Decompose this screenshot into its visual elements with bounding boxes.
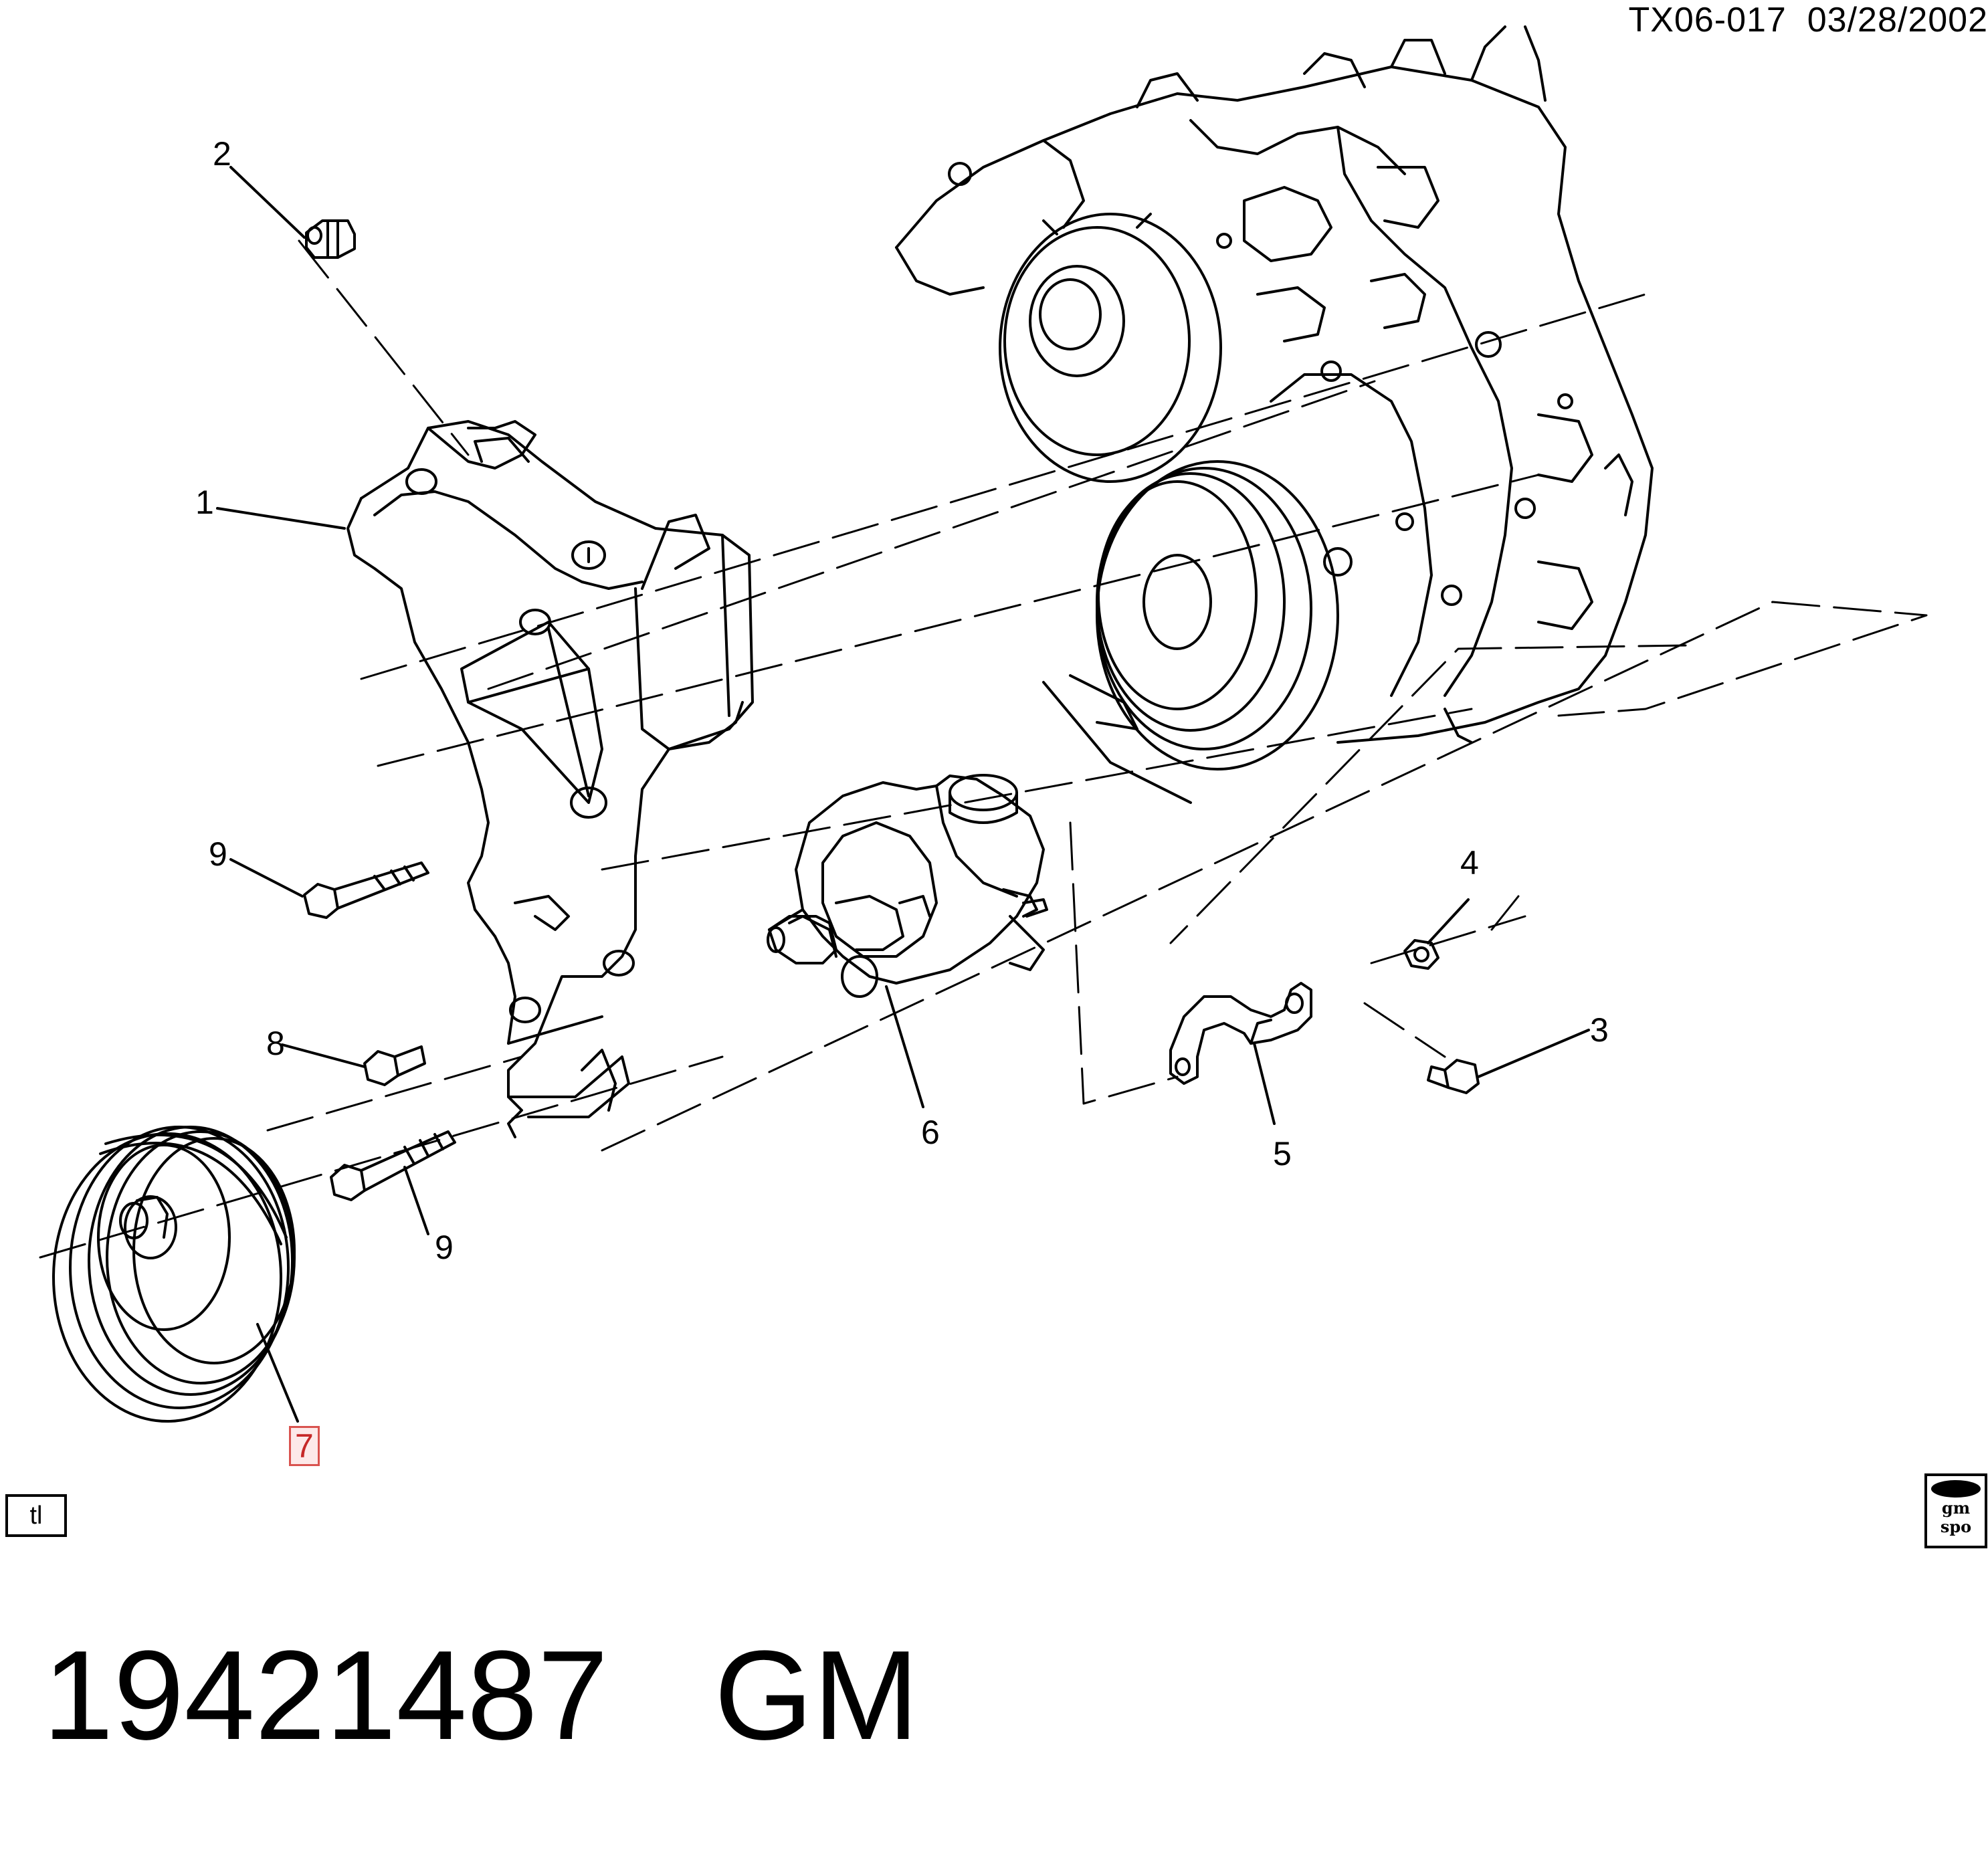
engine-lower-pulley <box>1042 460 1339 804</box>
callout-1: 1 <box>195 484 214 521</box>
bolt-part-3 <box>1427 1059 1480 1094</box>
corner-tag-tl: tl <box>5 1494 67 1537</box>
bolt-part-9-upper <box>303 861 429 919</box>
logo-text-spo: spo <box>1940 1517 1972 1536</box>
engine-block <box>895 25 1654 744</box>
pulley-part-7 <box>52 1126 296 1423</box>
callout-7-highlighted[interactable]: 7 <box>289 1426 320 1466</box>
logo-oval <box>1931 1480 1981 1498</box>
callout-6: 6 <box>921 1114 940 1151</box>
callout-8: 8 <box>266 1025 285 1062</box>
pump-part-6 <box>767 774 1048 998</box>
callout-4: 4 <box>1460 844 1479 882</box>
callout-3: 3 <box>1590 1011 1609 1049</box>
callout-9-lower: 9 <box>435 1229 454 1266</box>
part-number: 19421487 <box>43 1625 609 1766</box>
gm-spo-logo: gm spo <box>1924 1473 1987 1548</box>
stud-part-2 <box>305 219 356 259</box>
callout-leaders <box>216 166 1590 1423</box>
bolt-part-9-lower <box>330 1130 456 1201</box>
callout-9-upper: 9 <box>209 835 227 873</box>
logo-text-gm: gm <box>1941 1498 1971 1518</box>
brace-part-5 <box>1169 982 1312 1085</box>
part-number-footer: 19421487 GM <box>43 1632 919 1759</box>
nut-part-4 <box>1403 939 1439 970</box>
bolt-part-8 <box>363 1045 426 1086</box>
brand-name: GM <box>714 1625 919 1766</box>
alignment-lines <box>39 239 1928 1259</box>
bracket-part-1 <box>346 420 754 1138</box>
diagram-reference-header: TX06-017 03/28/2002 <box>1628 1 1988 39</box>
engine-upper-pulley <box>999 213 1222 483</box>
callout-5: 5 <box>1273 1135 1292 1172</box>
callout-2: 2 <box>213 135 231 173</box>
